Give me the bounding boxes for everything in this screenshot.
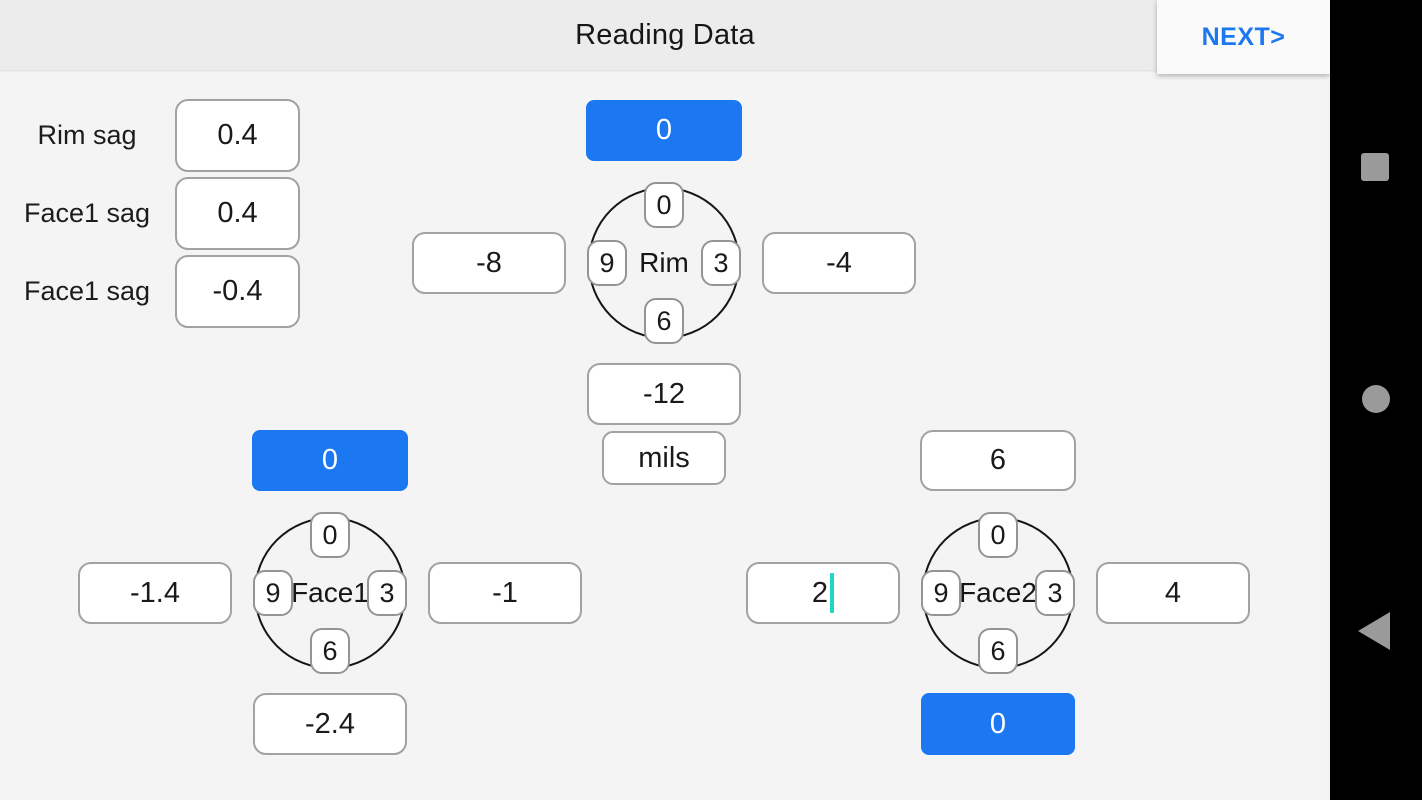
face2-zero-button[interactable]: 0 [921, 693, 1075, 755]
face2-dial-name: Face2 [959, 577, 1037, 608]
face2-clock-6: 6 [978, 628, 1018, 674]
rim-clock-0: 0 [644, 182, 684, 228]
face2-clock-0: 0 [978, 512, 1018, 558]
units-button[interactable]: mils [602, 431, 726, 485]
text-cursor-caret [830, 573, 835, 613]
face1-clock-3: 3 [367, 570, 407, 616]
rim-sag-input[interactable]: 0.4 [175, 99, 300, 172]
face1-9oclock-reading-input[interactable]: -1.4 [78, 562, 232, 624]
face1-dial-name: Face1 [291, 577, 369, 608]
face2-9oclock-reading-input[interactable]: 2 [746, 562, 900, 624]
face1-sag-label: Face1 sag [23, 198, 151, 228]
page-title: Reading Data [575, 18, 755, 51]
face1-sag-input[interactable]: 0.4 [175, 177, 300, 250]
face2-clock-3: 3 [1035, 570, 1075, 616]
recent-apps-icon[interactable] [1361, 153, 1389, 181]
rim-zero-button[interactable]: 0 [586, 100, 742, 161]
rim-9oclock-reading-input[interactable]: -8 [412, 232, 566, 294]
face1-zero-button[interactable]: 0 [252, 430, 408, 491]
android-nav-bar [1330, 0, 1422, 800]
face1-clock-6: 6 [310, 628, 350, 674]
rim-clock-6: 6 [644, 298, 684, 344]
next-button-label: NEXT> [1201, 22, 1286, 51]
top-app-bar: Reading Data [0, 0, 1330, 70]
face1-sag-label-2: Face1 sag [23, 276, 151, 306]
face2-0oclock-reading-input[interactable]: 6 [920, 430, 1076, 491]
next-button[interactable]: NEXT> [1157, 0, 1330, 74]
face2-clock-9: 9 [921, 570, 961, 616]
face1-clock-9: 9 [253, 570, 293, 616]
rim-dial-name: Rim [639, 247, 689, 278]
rim-sag-label: Rim sag [37, 120, 137, 150]
rim-6oclock-reading-input[interactable]: -12 [587, 363, 741, 425]
face2-9oclock-reading-value: 2 [811, 576, 829, 609]
home-icon[interactable] [1362, 385, 1390, 413]
rim-3oclock-reading-input[interactable]: -4 [762, 232, 916, 294]
face1-sag-input-2[interactable]: -0.4 [175, 255, 300, 328]
back-icon[interactable] [1358, 612, 1390, 650]
rim-clock-3: 3 [701, 240, 741, 286]
face1-3oclock-reading-input[interactable]: -1 [428, 562, 582, 624]
rim-clock-9: 9 [587, 240, 627, 286]
face2-3oclock-reading-input[interactable]: 4 [1096, 562, 1250, 624]
face1-6oclock-reading-input[interactable]: -2.4 [253, 693, 407, 755]
face1-clock-0: 0 [310, 512, 350, 558]
